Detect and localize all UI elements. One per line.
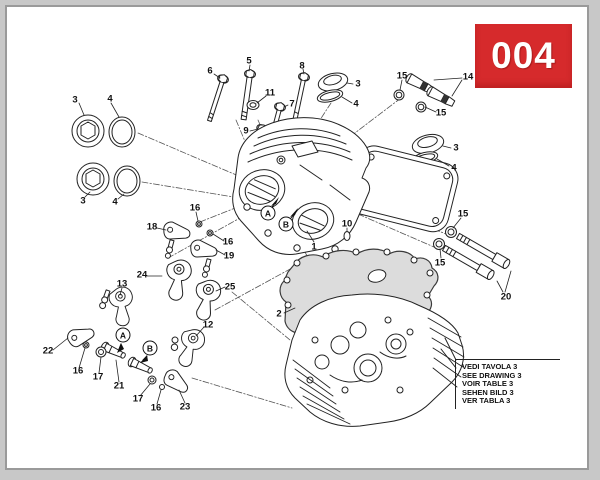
cylinder-head-drawing	[284, 293, 465, 427]
note-line: SEE DRAWING 3	[462, 370, 522, 380]
table-number-badge: 004	[475, 24, 572, 88]
head-cover-drawing	[232, 117, 459, 255]
note-line: VER TABLA 3	[462, 396, 511, 406]
caps-and-tubes-right	[316, 72, 456, 165]
inspection-caps-left	[71, 114, 141, 197]
valve-train-parts	[65, 220, 224, 398]
note-leader-lines	[440, 337, 457, 369]
leader-lines	[52, 64, 512, 405]
marker-arrows	[117, 197, 298, 363]
top-bolts	[207, 68, 311, 148]
table-number: 004	[491, 35, 556, 76]
note-line: VEDI TAVOLA 3	[462, 362, 518, 371]
note-line: VOIR TABLE 3	[462, 379, 514, 389]
note-line: SEHEN BILD 3	[462, 387, 514, 397]
side-bolts-right	[433, 226, 511, 281]
